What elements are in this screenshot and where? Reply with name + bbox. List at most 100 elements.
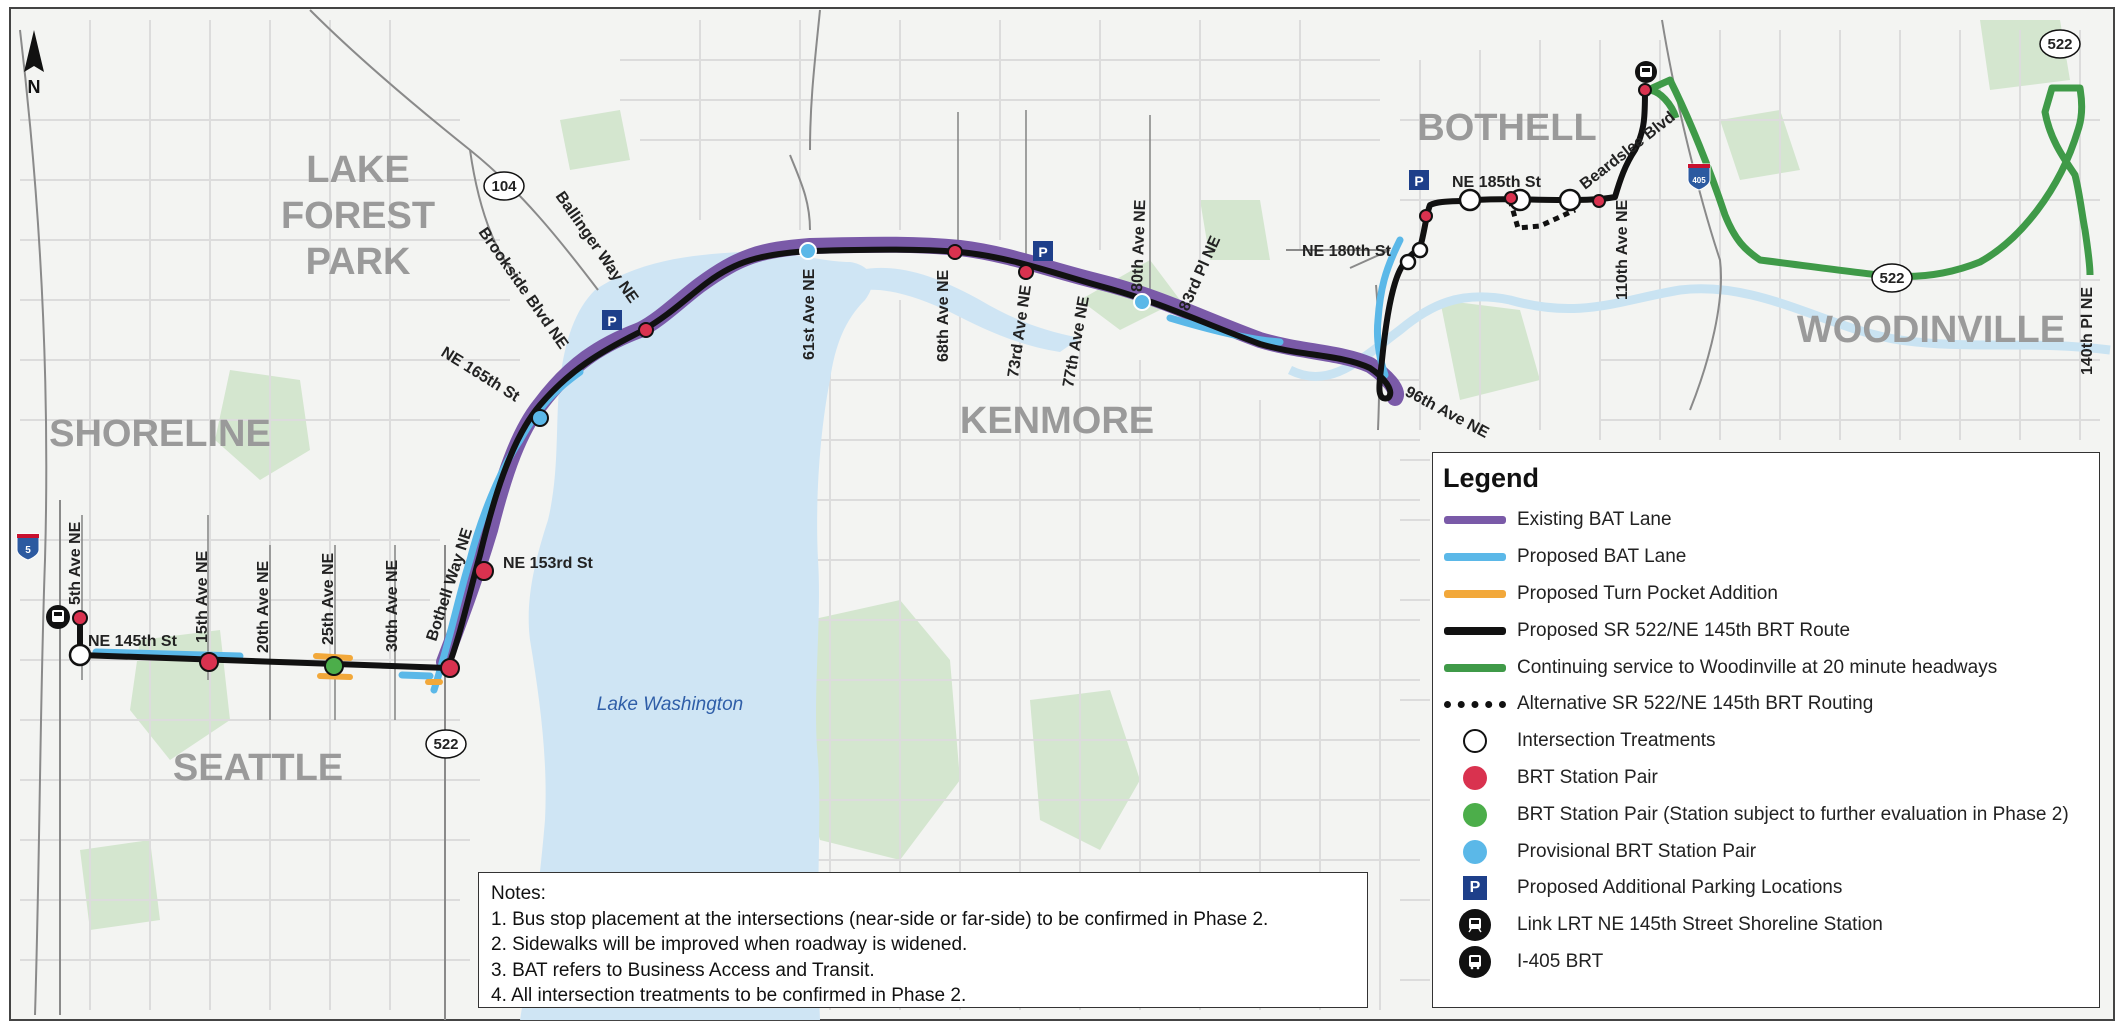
legend-label: BRT Station Pair: [1517, 766, 1658, 788]
legend-label: I-405 BRT: [1517, 950, 1604, 972]
legend-label: Intersection Treatments: [1517, 730, 1716, 752]
legend-label: Existing BAT Lane: [1517, 509, 1672, 531]
parking-locations: P P P: [602, 170, 1429, 330]
legend-item-woodinville: Continuing service to Woodinville at 20 …: [1433, 649, 2099, 686]
legend-label: Proposed Additional Parking Locations: [1517, 877, 1843, 899]
map-label: 104: [491, 178, 517, 195]
legend-label: Continuing service to Woodinville at 20 …: [1517, 656, 1998, 678]
street-110th-ave: 110th Ave NE: [1614, 199, 1631, 300]
place-lake-forest-park-line1: LAKE: [306, 149, 409, 191]
place-shoreline: SHORELINE: [49, 413, 271, 455]
street-25th-ave: 25th Ave NE: [320, 552, 337, 645]
legend-green-circle-icon: [1463, 802, 1487, 827]
kenmore-waterfront: [860, 267, 1080, 352]
legend-label: Proposed Turn Pocket Addition: [1517, 582, 1778, 604]
map-label: 522: [433, 736, 458, 753]
link-lrt-station-icon: [46, 605, 70, 629]
legend-blue-circle-icon: [1463, 839, 1487, 864]
map-label: P: [607, 313, 616, 329]
legend-item-intersection-treatments: Intersection Treatments: [1433, 723, 2099, 760]
shield-i5: 5: [16, 533, 40, 561]
brt-station-further-evaluation: [324, 656, 344, 676]
provisional-brt-stations: [531, 242, 1151, 427]
map-label: 522: [2047, 36, 2072, 53]
street-ne-153rd: NE 153rd St: [503, 555, 593, 572]
legend-label: Proposed BAT Lane: [1517, 546, 1687, 568]
note-line: 2. Sidewalks will be improved when roadw…: [491, 934, 968, 955]
shield-sr104: 104: [483, 171, 525, 201]
note-line: 1. Bus stop placement at the intersectio…: [491, 908, 1269, 930]
place-kenmore: KENMORE: [960, 400, 1154, 442]
place-bothell: BOTHELL: [1417, 107, 1596, 149]
legend-label: Alternative SR 522/NE 145th BRT Routing: [1517, 693, 1874, 715]
legend-item-parking: P Proposed Additional Parking Locations: [1433, 870, 2099, 907]
street-68th-ave: 68th Ave NE: [935, 269, 952, 362]
street-30th-ave: 30th Ave NE: [384, 559, 401, 652]
i405-brt-station-icon: [1635, 61, 1657, 83]
legend-red-circle-icon: [1463, 765, 1487, 790]
sammamish-river: [1287, 284, 2111, 381]
legend-label: Proposed SR 522/NE 145th BRT Route: [1517, 619, 1851, 641]
legend-item-turn-pocket: Proposed Turn Pocket Addition: [1433, 576, 2099, 613]
legend-item-existing-bat: Existing BAT Lane: [1433, 502, 2099, 539]
street-ne-180th: NE 180th St: [1302, 243, 1392, 260]
legend-item-brt-station-evaluation: BRT Station Pair (Station subject to fur…: [1433, 796, 2099, 833]
legend-line-icon: [1444, 589, 1506, 598]
north-arrow-icon: N: [24, 30, 44, 97]
legend-item-link-lrt: Link LRT NE 145th Street Shoreline Stati…: [1433, 907, 2099, 944]
street-ne-145th: NE 145th St: [88, 633, 178, 650]
legend-item-alternative-routing: Alternative SR 522/NE 145th BRT Routing: [1433, 686, 2099, 723]
legend-item-i405-brt: I-405 BRT: [1433, 944, 2099, 981]
place-seattle: SEATTLE: [173, 747, 343, 789]
map-label: 5: [25, 545, 31, 556]
street-140th-pl: 140th Pl NE: [2079, 287, 2096, 375]
legend-label: BRT Station Pair (Station subject to fur…: [1517, 803, 2069, 825]
map-label: P: [1414, 173, 1423, 189]
legend-item-provisional-station: Provisional BRT Station Pair: [1433, 833, 2099, 870]
legend-line-icon: [1444, 663, 1506, 672]
shield-sr522-south: 522: [425, 729, 467, 759]
intersection-treatments: [68, 188, 1582, 667]
legend-label: Provisional BRT Station Pair: [1517, 840, 1757, 862]
note-line: 4. All intersection treatments to be con…: [491, 985, 967, 1006]
street-ne-185th: NE 185th St: [1452, 174, 1542, 191]
shield-i405: 405: [1687, 163, 1711, 191]
shield-sr522-east: 522: [1871, 263, 1913, 293]
map-label: P: [1038, 244, 1047, 260]
shield-sr522-north: 522: [2039, 29, 2081, 59]
label-lake-washington: Lake Washington: [597, 694, 743, 715]
place-lake-forest-park-line2: FOREST: [281, 195, 435, 237]
street-61st-ave: 61st Ave NE: [801, 268, 818, 360]
legend-title: Legend: [1443, 463, 1540, 493]
note-line: 3. BAT refers to Business Access and Tra…: [491, 959, 875, 981]
train-icon: [1459, 909, 1491, 942]
legend-label: Link LRT NE 145th Street Shoreline Stati…: [1517, 914, 1883, 936]
brt-route: [77, 89, 1648, 671]
legend-box: Legend Existing BAT Lane Proposed BAT La…: [1432, 452, 2100, 1008]
street-5th-ave: 5th Ave NE: [67, 521, 84, 605]
legend-line-icon: [1444, 626, 1506, 635]
cross-streets: [81, 110, 1151, 720]
lake-washington: [520, 251, 873, 1020]
brt-station-pairs: [72, 83, 1652, 678]
legend-item-brt-station-pair: BRT Station Pair: [1433, 760, 2099, 797]
bus-icon: [1459, 945, 1491, 978]
alternative-brt-routing: [1507, 199, 1577, 231]
map-label: 405: [1692, 176, 1706, 185]
notes-box: Notes: 1. Bus stop placement at the inte…: [478, 872, 1368, 1008]
parking-icon: P: [1463, 876, 1487, 901]
legend-item-brt-route: Proposed SR 522/NE 145th BRT Route: [1433, 612, 2099, 649]
street-80th-ave: 80th Ave NE: [1129, 199, 1149, 292]
street-20th-ave: 20th Ave NE: [255, 560, 272, 653]
map-label: 522: [1879, 270, 1904, 287]
street-15th-ave: 15th Ave NE: [194, 550, 211, 643]
legend-line-icon: [1444, 553, 1506, 562]
place-lake-forest-park-line3: PARK: [306, 241, 411, 283]
legend-white-circle-icon: [1463, 729, 1487, 754]
place-woodinville: WOODINVILLE: [1797, 309, 2065, 351]
notes-title: Notes:: [491, 883, 546, 904]
legend-line-icon: [1444, 516, 1506, 525]
legend-item-proposed-bat: Proposed BAT Lane: [1433, 539, 2099, 576]
map-label: N: [28, 77, 41, 97]
legend-dotted-line-icon: [1444, 700, 1506, 708]
